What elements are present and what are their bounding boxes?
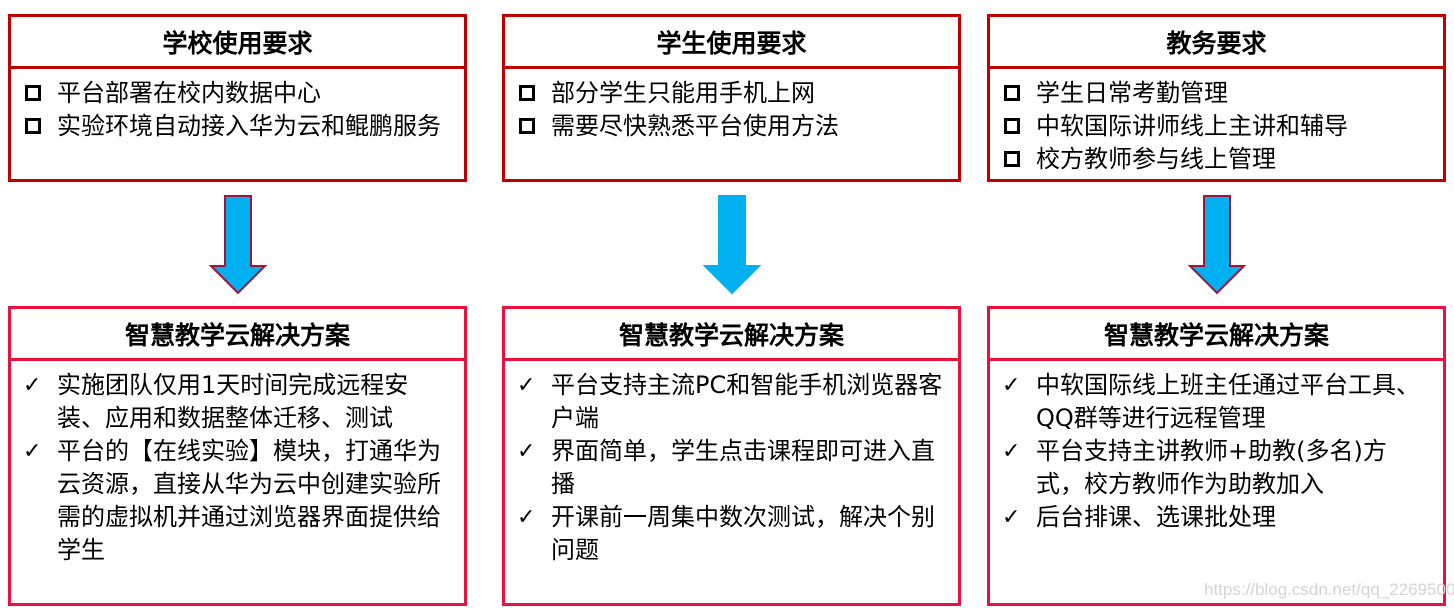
requirement-list: 平台部署在校内数据中心 实验环境自动接入华为云和鲲鹏服务 xyxy=(11,69,464,143)
list-item: 校方教师参与线上管理 xyxy=(1000,143,1433,176)
list-item: 中软国际讲师线上主讲和辅导 xyxy=(1000,110,1433,143)
checkmark-icon: ✓ xyxy=(1002,373,1021,398)
requirement-title: 学校使用要求 xyxy=(11,17,464,69)
solution-box-academic: 智慧教学云解决方案 ✓中软国际线上班主任通过平台工具、QQ群等进行远程管理 ✓平… xyxy=(987,306,1446,606)
solution-list: ✓中软国际线上班主任通过平台工具、QQ群等进行远程管理 ✓平台支持主讲教师+助教… xyxy=(990,361,1443,534)
requirement-box-student: 学生使用要求 部分学生只能用手机上网 需要尽快熟悉平台使用方法 xyxy=(502,14,961,182)
solution-title: 智慧教学云解决方案 xyxy=(505,309,958,361)
requirement-title: 教务要求 xyxy=(990,17,1443,69)
square-bullet-icon xyxy=(1004,85,1020,101)
watermark: https://blog.csdn.net/qq_22695001 xyxy=(1204,580,1454,599)
checkmark-icon: ✓ xyxy=(1002,505,1021,530)
down-arrow-icon xyxy=(1187,195,1247,295)
list-item: ✓平台的【在线实验】模块，打通华为云资源，直接从华为云中创建实验所需的虚拟机并通… xyxy=(23,437,441,564)
checkmark-icon: ✓ xyxy=(517,373,536,398)
list-item: 实验环境自动接入华为云和鲲鹏服务 xyxy=(21,110,454,143)
square-bullet-icon xyxy=(1004,151,1020,167)
checkmark-icon: ✓ xyxy=(1002,439,1021,464)
square-bullet-icon xyxy=(1004,118,1020,134)
list-item: ✓后台排课、选课批处理 xyxy=(1000,501,1433,534)
solution-list: ✓平台支持主流PC和智能手机浏览器客户端 ✓界面简单，学生点击课程即可进入直播 … xyxy=(505,361,958,567)
list-item: 需要尽快熟悉平台使用方法 xyxy=(515,110,948,143)
solution-list: ✓实施团队仅用1天时间完成远程安装、应用和数据整体迁移、测试 ✓平台的【在线实验… xyxy=(11,361,464,567)
square-bullet-icon xyxy=(25,85,41,101)
list-item: 学生日常考勤管理 xyxy=(1000,77,1433,110)
solution-box-school: 智慧教学云解决方案 ✓实施团队仅用1天时间完成远程安装、应用和数据整体迁移、测试… xyxy=(8,306,467,606)
list-item: 部分学生只能用手机上网 xyxy=(515,77,948,110)
solution-box-student: 智慧教学云解决方案 ✓平台支持主流PC和智能手机浏览器客户端 ✓界面简单，学生点… xyxy=(502,306,961,606)
requirement-list: 部分学生只能用手机上网 需要尽快熟悉平台使用方法 xyxy=(505,69,958,143)
checkmark-icon: ✓ xyxy=(23,439,42,464)
requirement-box-school: 学校使用要求 平台部署在校内数据中心 实验环境自动接入华为云和鲲鹏服务 xyxy=(8,14,467,182)
solution-title: 智慧教学云解决方案 xyxy=(11,309,464,361)
checkmark-icon: ✓ xyxy=(517,505,536,530)
list-item: ✓平台支持主流PC和智能手机浏览器客户端 xyxy=(517,371,943,432)
requirement-list: 学生日常考勤管理 中软国际讲师线上主讲和辅导 校方教师参与线上管理 xyxy=(990,69,1443,176)
down-arrow-icon xyxy=(702,195,762,295)
solution-title: 智慧教学云解决方案 xyxy=(990,309,1443,361)
requirement-box-academic: 教务要求 学生日常考勤管理 中软国际讲师线上主讲和辅导 校方教师参与线上管理 xyxy=(987,14,1446,182)
square-bullet-icon xyxy=(25,118,41,134)
checkmark-icon: ✓ xyxy=(23,373,42,398)
list-item: ✓实施团队仅用1天时间完成远程安装、应用和数据整体迁移、测试 xyxy=(23,371,409,432)
list-item: 平台部署在校内数据中心 xyxy=(21,77,454,110)
square-bullet-icon xyxy=(519,118,535,134)
checkmark-icon: ✓ xyxy=(517,439,536,464)
square-bullet-icon xyxy=(519,85,535,101)
list-item: ✓界面简单，学生点击课程即可进入直播 xyxy=(517,437,935,498)
list-item: ✓平台支持主讲教师+助教(多名)方式，校方教师作为助教加入 xyxy=(1002,437,1387,498)
down-arrow-icon xyxy=(208,195,268,295)
list-item: ✓中软国际线上班主任通过平台工具、QQ群等进行远程管理 xyxy=(1002,371,1420,432)
requirement-title: 学生使用要求 xyxy=(505,17,958,69)
list-item: ✓开课前一周集中数次测试，解决个别问题 xyxy=(517,503,935,564)
